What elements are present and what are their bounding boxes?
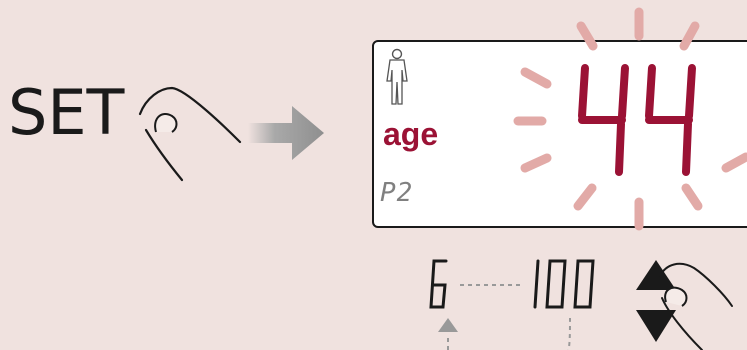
- range-display: [429, 259, 595, 309]
- arrow-up-icon: [438, 318, 458, 332]
- finger-press-icon: [138, 86, 242, 182]
- blink-rays: [513, 7, 747, 231]
- finger-press-icon: [659, 262, 733, 350]
- wrap-around-path: [438, 317, 571, 350]
- person-figure-icon: [386, 48, 408, 105]
- set-button-label: SET: [8, 76, 125, 149]
- up-down-arrows-icon: [636, 260, 733, 350]
- age-value-display: 44: [578, 64, 696, 176]
- mode-label: age: [383, 116, 439, 152]
- arrow-right-icon: [248, 106, 324, 160]
- program-label: P2: [380, 178, 414, 208]
